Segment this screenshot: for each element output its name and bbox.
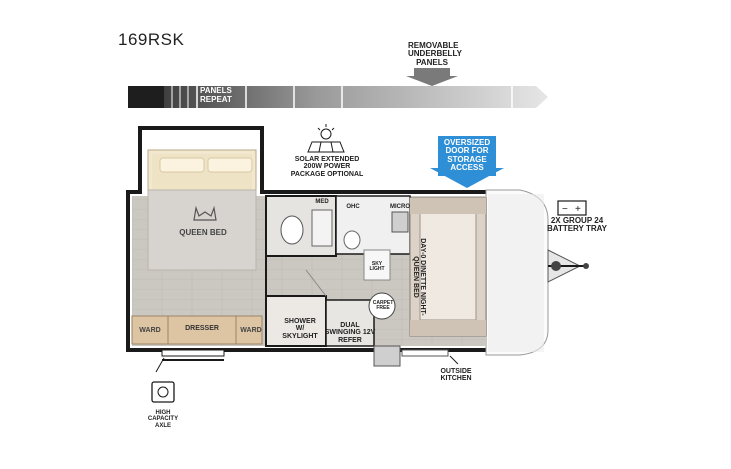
refer-label: DUAL SWINGING 12V REFER	[324, 322, 376, 344]
dresser-label: DRESSER	[185, 325, 219, 332]
micro-label: MICRO	[390, 204, 410, 210]
down-arrow-icon	[406, 68, 458, 86]
axle-label: HIGH CAPACITY AXLE	[147, 410, 179, 429]
queen-bed-label: QUEEN BED	[179, 228, 227, 237]
panels-repeat-label: PANELS REPEAT	[200, 86, 232, 104]
med-label: MED	[315, 199, 329, 205]
entry-step	[373, 345, 401, 367]
carpet-free-badge	[368, 292, 396, 320]
hitch	[547, 249, 589, 283]
oversized-door-label: OVERSIZED DOOR FOR STORAGE ACCESS	[443, 138, 491, 173]
solar-label: SOLAR EXTENDED 200W POWER PACKAGE OPTION…	[290, 156, 364, 178]
solar-panel-icon	[307, 124, 345, 153]
ward-right-label: WARD	[240, 327, 262, 334]
outside-kitchen-marker	[401, 349, 459, 365]
scale-icon	[151, 381, 175, 403]
kitchen-counter	[335, 195, 411, 281]
svg-text:−: −	[562, 204, 568, 215]
underbelly-ribbon	[128, 86, 548, 108]
bathroom	[265, 195, 337, 347]
ward-left-label: WARD	[139, 327, 161, 334]
outside-kitchen-label: OUTSIDE KITCHEN	[440, 368, 472, 383]
ohc-label: OHC	[346, 204, 360, 210]
oversized-door-callout	[430, 136, 504, 188]
queen-bed	[147, 149, 257, 271]
axle	[155, 349, 225, 373]
dresser-cabinets	[131, 315, 263, 345]
dinette-label: DAY-0 DINETTE NIGHT-QUEEN BED	[411, 238, 426, 316]
battery-tray-label: 2X GROUP 24 BATTERY TRAY	[546, 216, 607, 234]
skylight-label: SKY LIGHT	[369, 261, 385, 273]
shower-label: SHOWER W/ SKYLIGHT	[282, 318, 318, 340]
model-name: 169RSK	[118, 30, 185, 49]
removable-underbelly-label: REMOVABLE UNDERBELLY PANELS	[408, 41, 462, 67]
svg-text:+: +	[575, 204, 581, 215]
refrigerator	[325, 299, 375, 347]
battery-icon: − +	[557, 200, 587, 216]
dinette	[409, 197, 487, 337]
crown-icon	[193, 205, 217, 221]
carpet-free-label: CARPET FREE	[372, 300, 394, 312]
